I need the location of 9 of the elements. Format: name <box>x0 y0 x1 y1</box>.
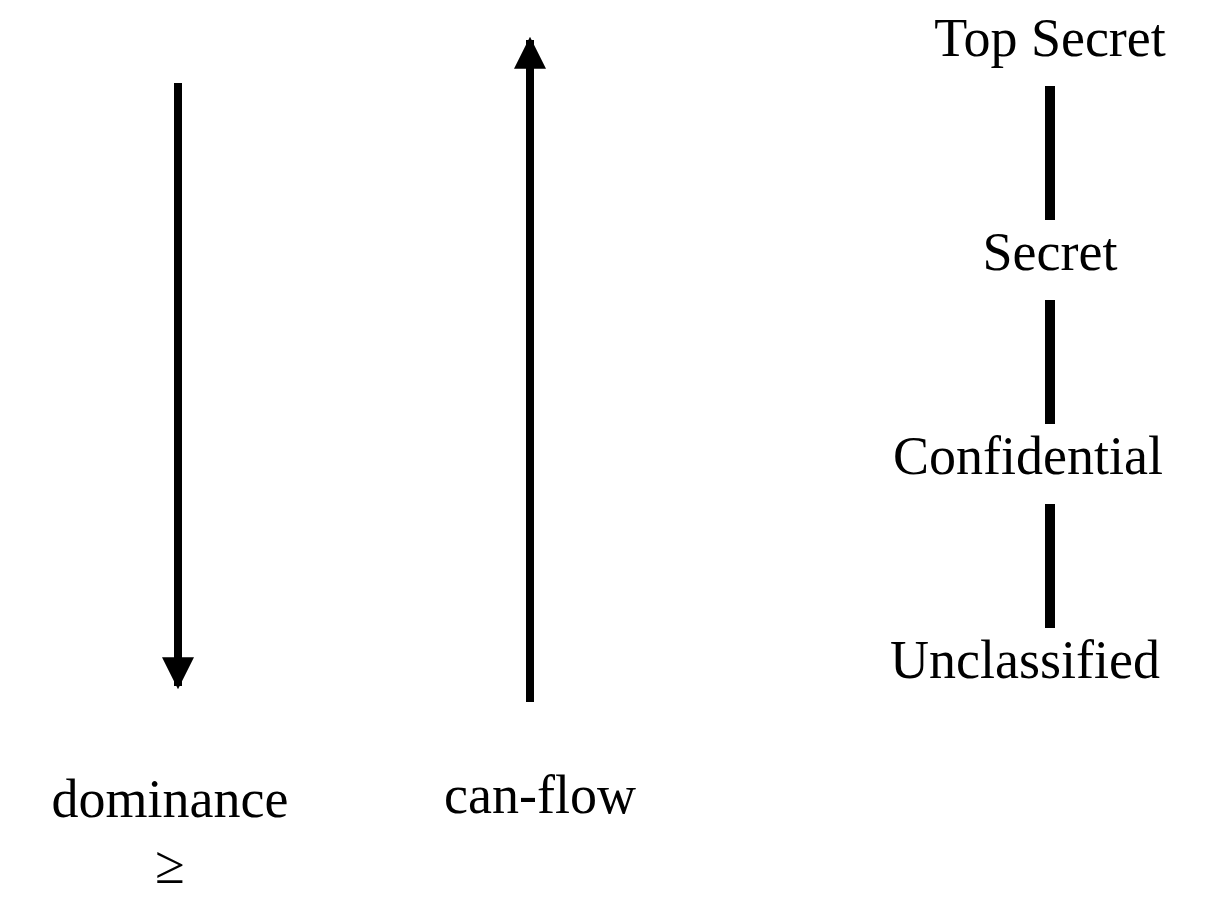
connector-line <box>1045 300 1055 424</box>
level-label: Unclassified <box>845 630 1205 690</box>
level-label: Secret <box>890 222 1210 282</box>
level-label: Confidential <box>848 426 1208 486</box>
axis-caption: dominance ≥ <box>50 768 290 897</box>
connector-line <box>1045 504 1055 628</box>
level-label: Top Secret <box>890 8 1210 68</box>
axis-caption: can-flow <box>444 764 636 827</box>
connector-line <box>1045 86 1055 220</box>
